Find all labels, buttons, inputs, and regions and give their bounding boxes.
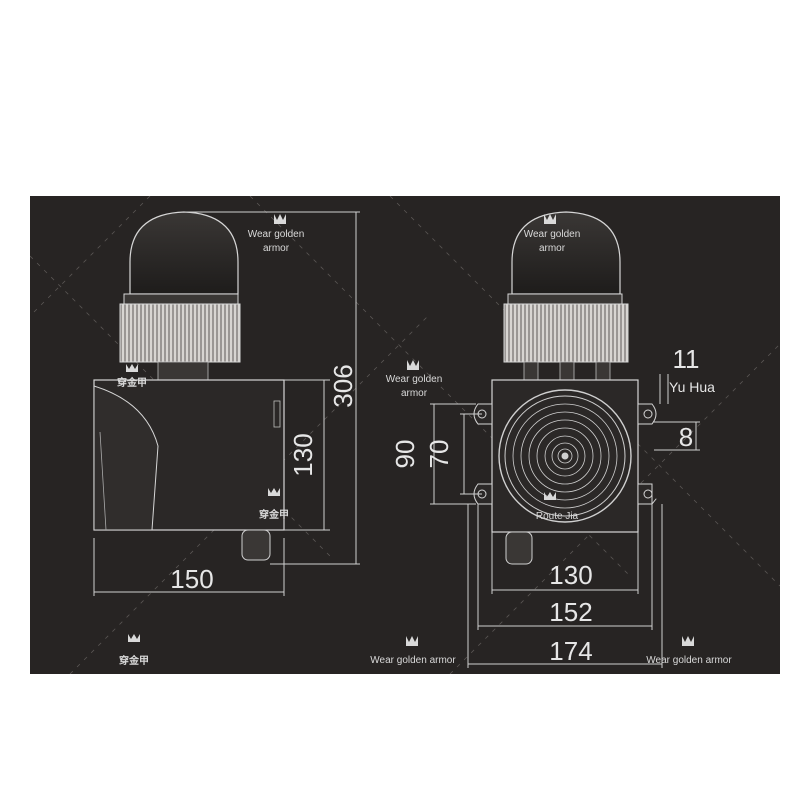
drawing-panel: 150 130 306 [30, 196, 780, 674]
dim-90-label: 90 [390, 440, 420, 469]
watermark-logo-icon [682, 636, 694, 646]
watermark-logo-icon [274, 214, 286, 224]
dim-152-label: 152 [549, 597, 592, 627]
watermark-logo-icon [128, 634, 140, 642]
front-view: 90 70 11 8 130 152 174 [390, 211, 700, 668]
watermark-logo-icon [406, 636, 418, 646]
watermark-text: Wear golden [386, 374, 443, 385]
watermark-cn-text: 穿金甲 [117, 376, 147, 389]
dim-8-label: 8 [679, 422, 693, 452]
watermark-logo-icon [544, 492, 556, 500]
side-cable-gland [241, 529, 271, 561]
watermark-cn-text: 穿金甲 [259, 508, 289, 521]
side-ribbed-ring [119, 303, 241, 363]
technical-drawing: 150 130 306 [30, 196, 780, 674]
watermark-text: armor [263, 243, 290, 254]
watermark-yu-hua: Yu Hua [669, 379, 715, 395]
watermark-logo-icon [126, 364, 138, 372]
dim-306-label: 306 [328, 364, 358, 407]
dim-70-label: 70 [424, 440, 454, 469]
dim-11-label: 11 [673, 344, 700, 374]
dim-130-vertical-label: 130 [288, 433, 318, 476]
front-ribbed-ring [503, 303, 629, 363]
watermark-text: armor [539, 243, 566, 254]
side-view: 150 130 306 [93, 211, 360, 596]
side-horn [93, 385, 159, 531]
watermark-logo-icon [544, 214, 556, 224]
front-cable-gland [505, 531, 533, 565]
mounting-tabs [473, 403, 657, 506]
dim-150-label: 150 [170, 564, 213, 594]
dim-174-label: 174 [549, 636, 592, 666]
watermark-logo-icon [268, 488, 280, 496]
watermark-text: Wear golden [248, 229, 305, 240]
watermark-text: Wear golden armor [370, 655, 456, 666]
watermark-cn-text: 穿金甲 [119, 654, 149, 667]
watermarks: Wear golden armor Wear golden armor Wear… [117, 214, 732, 667]
dim-130-horizontal-label: 130 [549, 560, 592, 590]
watermark-text: Wear golden [524, 229, 581, 240]
front-dome [511, 211, 621, 295]
watermark-text: Wear golden armor [646, 655, 732, 666]
watermark-text: armor [401, 388, 428, 399]
speaker-grille [498, 389, 632, 523]
watermark-logo-icon [407, 360, 419, 370]
side-dome [129, 211, 239, 295]
watermark-route-jia: Route Jia [536, 511, 579, 522]
